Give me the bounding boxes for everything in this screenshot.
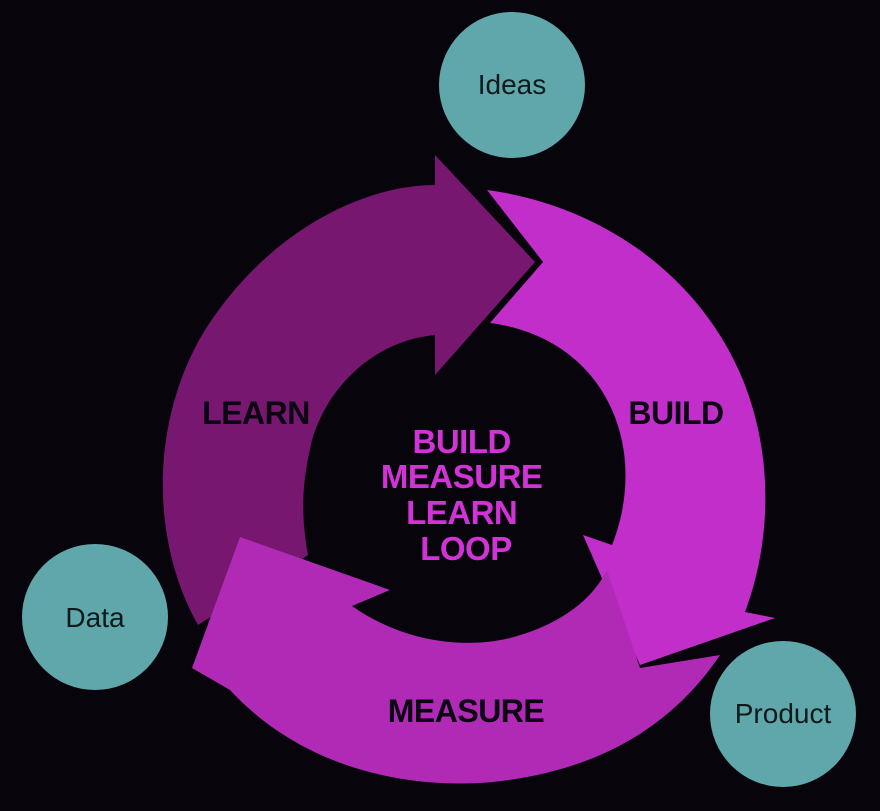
data-node-label: Data	[65, 602, 125, 633]
center-line-learn: LEARN	[406, 494, 517, 531]
svg-text:BUILD MEASURE LEARN: BUILD MEASURE LEARN LOOP	[381, 423, 551, 567]
center-line-measure: MEASURE	[381, 458, 543, 495]
ideas-node: Ideas	[439, 12, 585, 158]
data-node-circle	[22, 544, 168, 690]
product-node-circle	[710, 641, 856, 787]
build-segment-label: BUILD	[628, 395, 723, 431]
product-node: Product	[710, 641, 856, 787]
ideas-node-label: Ideas	[478, 69, 547, 100]
center-line-loop: LOOP	[420, 530, 512, 567]
measure-segment-label: MEASURE	[388, 693, 545, 729]
product-node-label: Product	[735, 698, 832, 729]
data-node: Data	[22, 544, 168, 690]
learn-segment-label: LEARN	[202, 395, 310, 431]
build-arrow-segment	[487, 190, 775, 665]
learn-arrow-segment	[162, 155, 535, 625]
ideas-node-circle	[439, 12, 585, 158]
center-line-build: BUILD	[413, 423, 511, 460]
measure-arrow-segment	[192, 537, 720, 784]
